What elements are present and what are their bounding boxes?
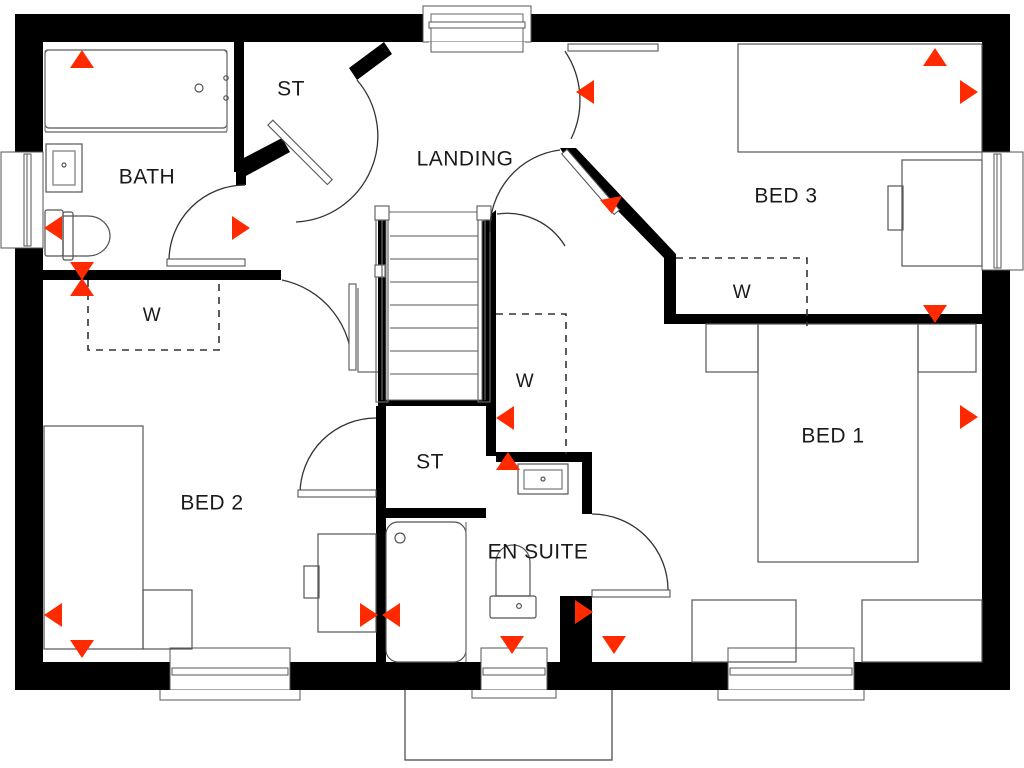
washbasin-icon	[45, 143, 83, 193]
wall-ensuite-north	[496, 452, 592, 462]
door-bed3-angled-icon	[489, 148, 621, 233]
arrow-shower-left	[382, 603, 400, 627]
arrow-bed2-w-up	[70, 278, 94, 296]
room-label-bed2: BED 2	[180, 492, 243, 515]
window-top-landing	[422, 5, 532, 53]
arrow-bed3-door	[600, 196, 622, 214]
bed3-bed-icon	[737, 43, 983, 153]
ensuite-toilet-icon	[489, 544, 537, 619]
window-bottom-bed1	[717, 647, 865, 701]
room-label-bath: BATH	[119, 166, 175, 189]
arrow-bath-tub-up	[70, 50, 94, 68]
door-ensuite-icon	[591, 513, 671, 598]
wardrobe-label-bed3: W	[733, 282, 751, 303]
room-label-landing: LANDING	[417, 148, 514, 171]
arrow-bed2-left	[44, 603, 62, 627]
arrow-bed1-right	[960, 405, 978, 429]
wall-st-lower-east	[486, 404, 496, 456]
arrow-landing-left	[576, 80, 594, 104]
dimension-arrows-group	[44, 48, 978, 658]
door-bed2-icon	[281, 279, 357, 371]
window-right-bed3	[981, 151, 1024, 271]
arrow-suite-right	[575, 600, 593, 624]
wardrobe-label-bed1: W	[516, 371, 534, 392]
toilet-icon	[44, 209, 111, 261]
arrow-bed3-top-up	[923, 48, 947, 66]
arrow-bed3-down	[923, 305, 947, 323]
room-label-bed3: BED 3	[754, 185, 817, 208]
arrow-wardrobe-left	[496, 406, 514, 430]
room-labels-group: BATH ST LANDING BED 3 BED 1 BED 2 ST EN …	[119, 78, 864, 564]
window-bottom-suite	[404, 647, 613, 761]
wardrobe-bed1	[496, 313, 567, 454]
wall-ensuite-east-upper	[582, 452, 592, 514]
bathtub-icon	[44, 49, 229, 133]
window-left-bath	[0, 151, 44, 249]
wall-bath-st	[234, 42, 244, 172]
shower-tray-icon	[385, 521, 467, 663]
arrow-ensuite-basin-up	[496, 452, 520, 470]
wall-st-angled-upper	[349, 42, 392, 80]
arrow-bed3-win-right	[960, 80, 978, 104]
wall-bath-south	[43, 270, 281, 280]
wardrobe-labels-group: W W W	[143, 282, 751, 392]
arrow-bath-toilet-left	[44, 216, 62, 240]
windows-group	[0, 5, 1024, 761]
arrow-bath-door-right	[232, 216, 250, 240]
door-st-upper-icon	[267, 79, 379, 223]
door-landing-stair-icon	[496, 212, 566, 247]
fixtures-group	[43, 43, 983, 663]
door-st-lower-icon	[297, 417, 377, 498]
doors-group	[166, 43, 671, 598]
door-bath-icon	[166, 184, 246, 267]
wall-st-angled-lower	[234, 138, 290, 177]
staircase-icon	[357, 205, 492, 403]
bed3-dresser-icon	[887, 159, 983, 267]
room-label-bed1: BED 1	[801, 425, 864, 448]
ensuite-basin-icon	[517, 463, 569, 495]
vanity-unit-icon	[303, 533, 377, 633]
bed1-bed-icon	[691, 323, 983, 663]
wall-stair-east	[482, 210, 496, 404]
arrow-bed1-bottom-down	[602, 636, 626, 654]
wardrobe-label-bed2: W	[143, 305, 161, 326]
wall-st-lower-south	[376, 508, 486, 518]
arrow-bath-down	[70, 262, 94, 280]
wardrobes-group	[87, 257, 808, 454]
wall-st-lower-west	[376, 406, 386, 516]
window-bottom-bed2	[159, 647, 301, 701]
arrow-shower-right	[360, 603, 378, 627]
arrow-bed2-down	[70, 640, 94, 658]
wall-bed3-angled	[560, 148, 676, 324]
arrow-suite-toilet-down	[500, 636, 524, 654]
door-jamb-bath	[236, 171, 246, 185]
wall-bed3-south	[664, 314, 982, 324]
wall-stair-south	[378, 396, 496, 406]
room-label-st-lower: ST	[416, 451, 444, 474]
room-label-st-upper: ST	[277, 78, 305, 101]
room-label-ensuite: EN SUITE	[488, 541, 589, 564]
wardrobe-bed2	[87, 280, 220, 351]
wardrobe-bed3	[676, 257, 808, 326]
wall-ensuite-west	[376, 508, 386, 662]
bed-icon	[43, 425, 193, 650]
